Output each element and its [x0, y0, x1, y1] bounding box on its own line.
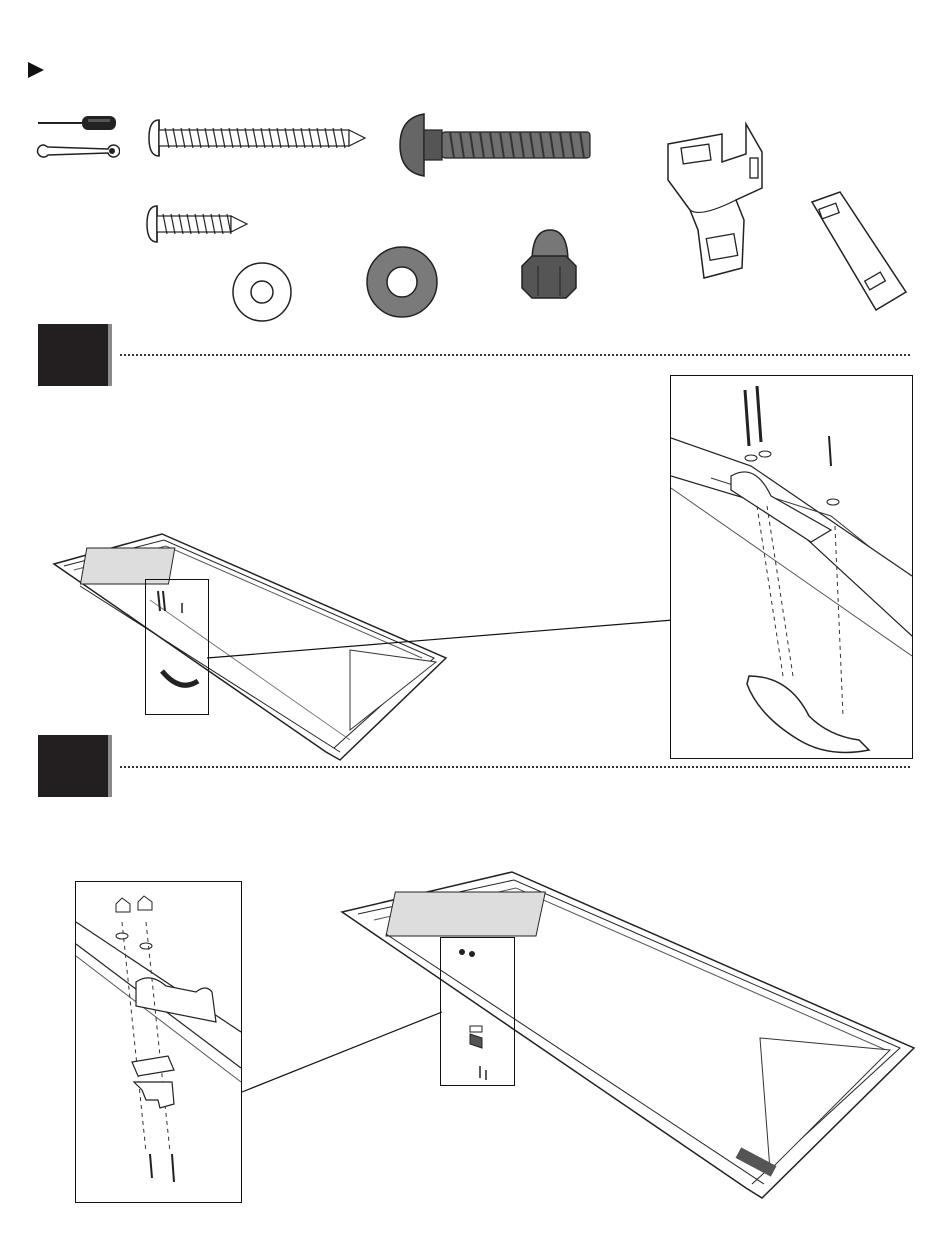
- long-pan-head-screw: [145, 116, 367, 160]
- short-pan-head-screw: [143, 202, 249, 246]
- plate-bolt-detail-drawing: [76, 882, 241, 1202]
- plate-bracket-small: [444, 940, 510, 1082]
- flat-plate: [806, 188, 910, 316]
- bent-bracket: [660, 118, 770, 286]
- flat-washer: [230, 260, 294, 324]
- step-1-leader-line: [205, 618, 675, 660]
- step-2-number-box: [38, 735, 108, 797]
- acorn-nut: [518, 226, 580, 306]
- screwdriver-icon: [36, 113, 120, 133]
- hinge-bracket-detail-drawing: [671, 376, 912, 758]
- step-1-number-box: [38, 324, 108, 386]
- step-1-divider: [120, 354, 910, 356]
- step-2-leader-line: [240, 1010, 444, 1094]
- play-triangle-icon: [26, 60, 46, 80]
- hinge-bracket-detail: [670, 375, 913, 759]
- wrench-icon: [36, 141, 120, 161]
- carriage-bolt: [398, 110, 596, 180]
- step-2-divider: [120, 766, 910, 768]
- plate-bolt-detail: [75, 881, 242, 1203]
- hinge-bracket-small: [150, 585, 204, 710]
- large-washer: [364, 244, 440, 320]
